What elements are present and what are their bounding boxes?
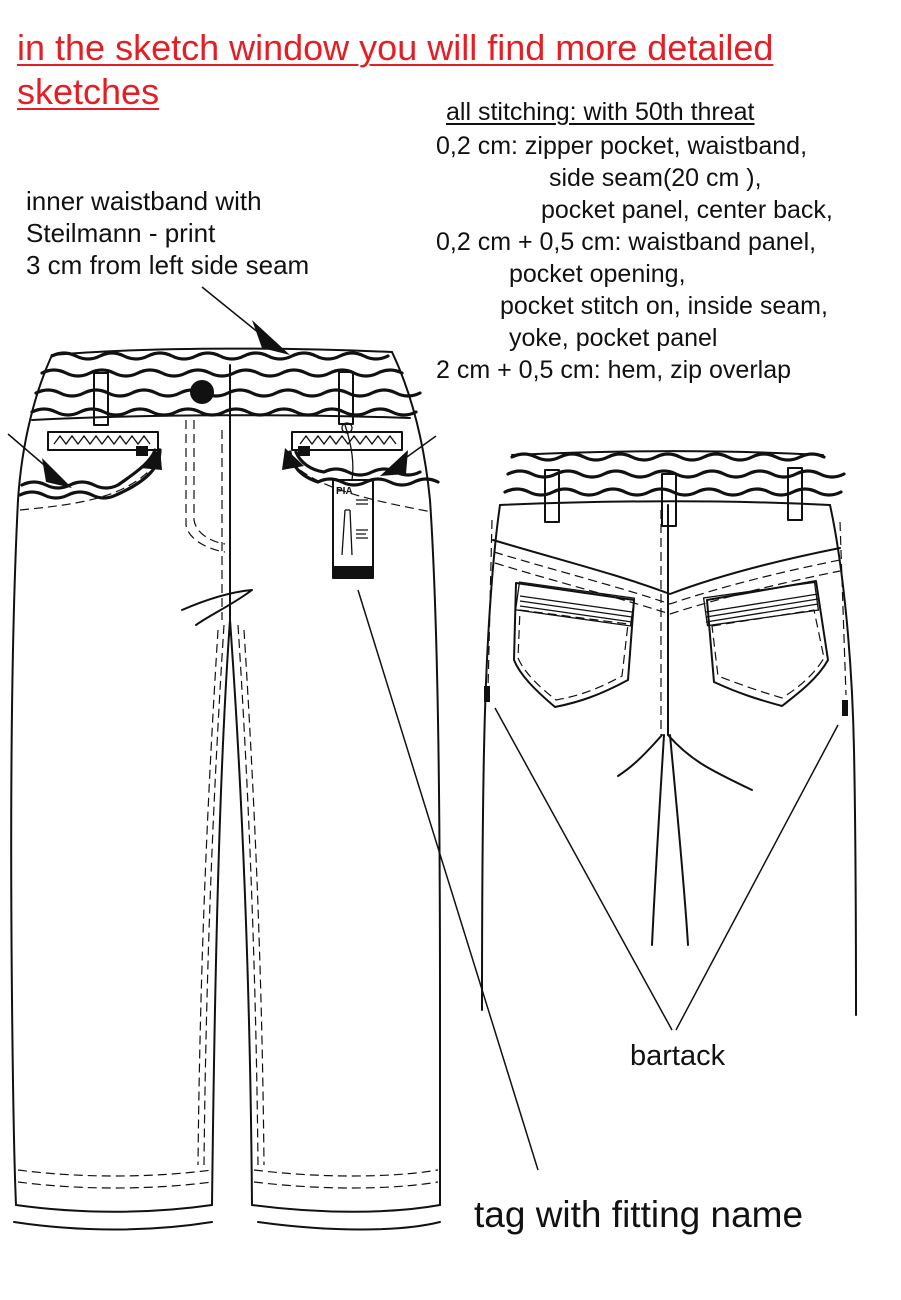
front-waistband bbox=[30, 347, 422, 426]
button-icon bbox=[190, 380, 214, 404]
header-note: in the sketch window you will find more … bbox=[17, 26, 773, 114]
stitching-line: 0,2 cm + 0,5 cm: waistband panel, bbox=[436, 228, 817, 256]
stitching-line: pocket opening, bbox=[509, 260, 686, 288]
hang-tag-brand: PIA bbox=[336, 486, 353, 497]
waistband-note-line-2: Steilmann - print bbox=[26, 218, 216, 248]
stitching-line: side seam(20 cm ), bbox=[549, 164, 762, 192]
header-line-2: sketches bbox=[17, 71, 160, 112]
stitching-line: pocket panel, center back, bbox=[541, 196, 833, 224]
header-line-1: in the sketch window you will find more … bbox=[17, 27, 774, 68]
stitching-line: yoke, pocket panel bbox=[509, 324, 718, 352]
bartack-label: bartack bbox=[630, 1040, 726, 1072]
waistband-note: inner waistband with Steilmann - print 3… bbox=[26, 185, 309, 281]
stitching-line: pocket stitch on, inside seam, bbox=[500, 292, 828, 320]
waistband-note-line-3: 3 cm from left side seam bbox=[26, 250, 310, 280]
back-waistband bbox=[499, 450, 846, 527]
stitching-line: 0,2 cm: zipper pocket, waistband, bbox=[436, 132, 808, 160]
waistband-note-line-1: inner waistband with bbox=[26, 186, 262, 216]
front-view bbox=[7, 286, 442, 1231]
hang-tag bbox=[332, 422, 374, 579]
stitching-line: 2 cm + 0,5 cm: hem, zip overlap bbox=[436, 356, 792, 384]
stitching-title: all stitching: with 50th threat bbox=[446, 98, 755, 126]
tag-label: tag with fitting name bbox=[474, 1194, 804, 1235]
back-view bbox=[357, 450, 857, 1171]
